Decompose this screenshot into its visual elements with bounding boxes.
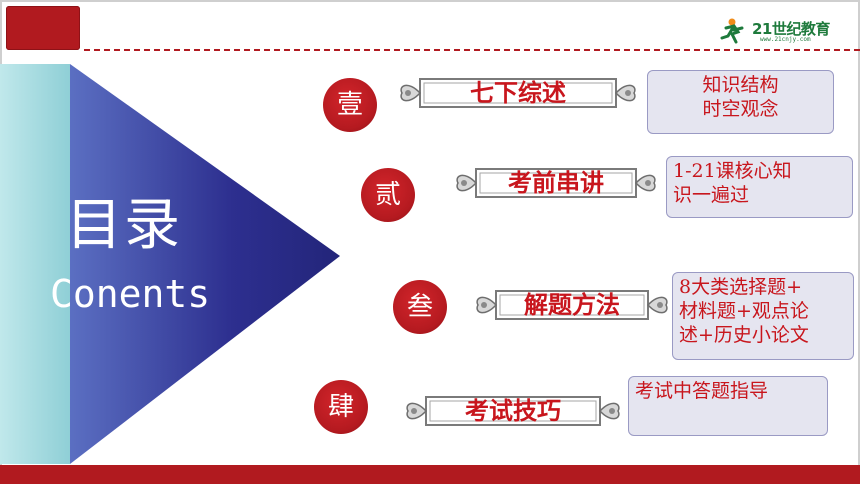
item-note-3-line-2: 材料题+观点论	[679, 300, 809, 322]
scroll-banner-1-icon	[400, 78, 636, 108]
scroll-banner-3-icon	[476, 290, 668, 320]
page-title: 目录	[66, 193, 182, 258]
runner-logo-icon	[720, 18, 744, 44]
item-note-3-line-3: 述+历史小论文	[679, 324, 809, 346]
item-note-1-line-2: 时空观念	[702, 98, 779, 120]
page-subtitle: Conents	[50, 272, 211, 316]
header-rule	[84, 49, 860, 51]
item-note-3: 8大类选择题+ 材料题+观点论 述+历史小论文	[672, 272, 854, 360]
logo-url: www.21cnjy.com	[760, 36, 811, 43]
seal-numeral-4: 肆	[314, 380, 368, 434]
scroll-banner-4-icon	[406, 396, 620, 426]
item-note-3-line-1: 8大类选择题+	[679, 276, 803, 298]
item-label-4: 考试技巧	[465, 396, 561, 425]
scroll-banner-2-icon	[456, 168, 656, 198]
item-note-2: 1-21课核心知 识一遍过	[666, 156, 853, 218]
item-note-2-line-2: 识一遍过	[673, 184, 750, 206]
seal-numeral-3: 叁	[393, 280, 447, 334]
item-note-1: 知识结构 时空观念	[647, 70, 834, 134]
corner-block	[6, 6, 80, 50]
item-note-2-line-1: 1-21课核心知	[673, 160, 792, 182]
item-note-4: 考试中答题指导	[628, 376, 828, 436]
item-label-3: 解题方法	[524, 290, 620, 319]
item-note-1-line-1: 知识结构	[702, 74, 779, 96]
item-note-4-line-1: 考试中答题指导	[635, 380, 769, 402]
logo-text: 21世纪教育	[752, 20, 830, 38]
item-label-1: 七下综述	[470, 78, 566, 107]
seal-numeral-1: 壹	[323, 78, 377, 132]
bottom-band	[0, 465, 860, 484]
title-triangle-panel	[0, 64, 340, 464]
item-label-2: 考前串讲	[508, 168, 604, 197]
seal-numeral-2: 贰	[361, 168, 415, 222]
